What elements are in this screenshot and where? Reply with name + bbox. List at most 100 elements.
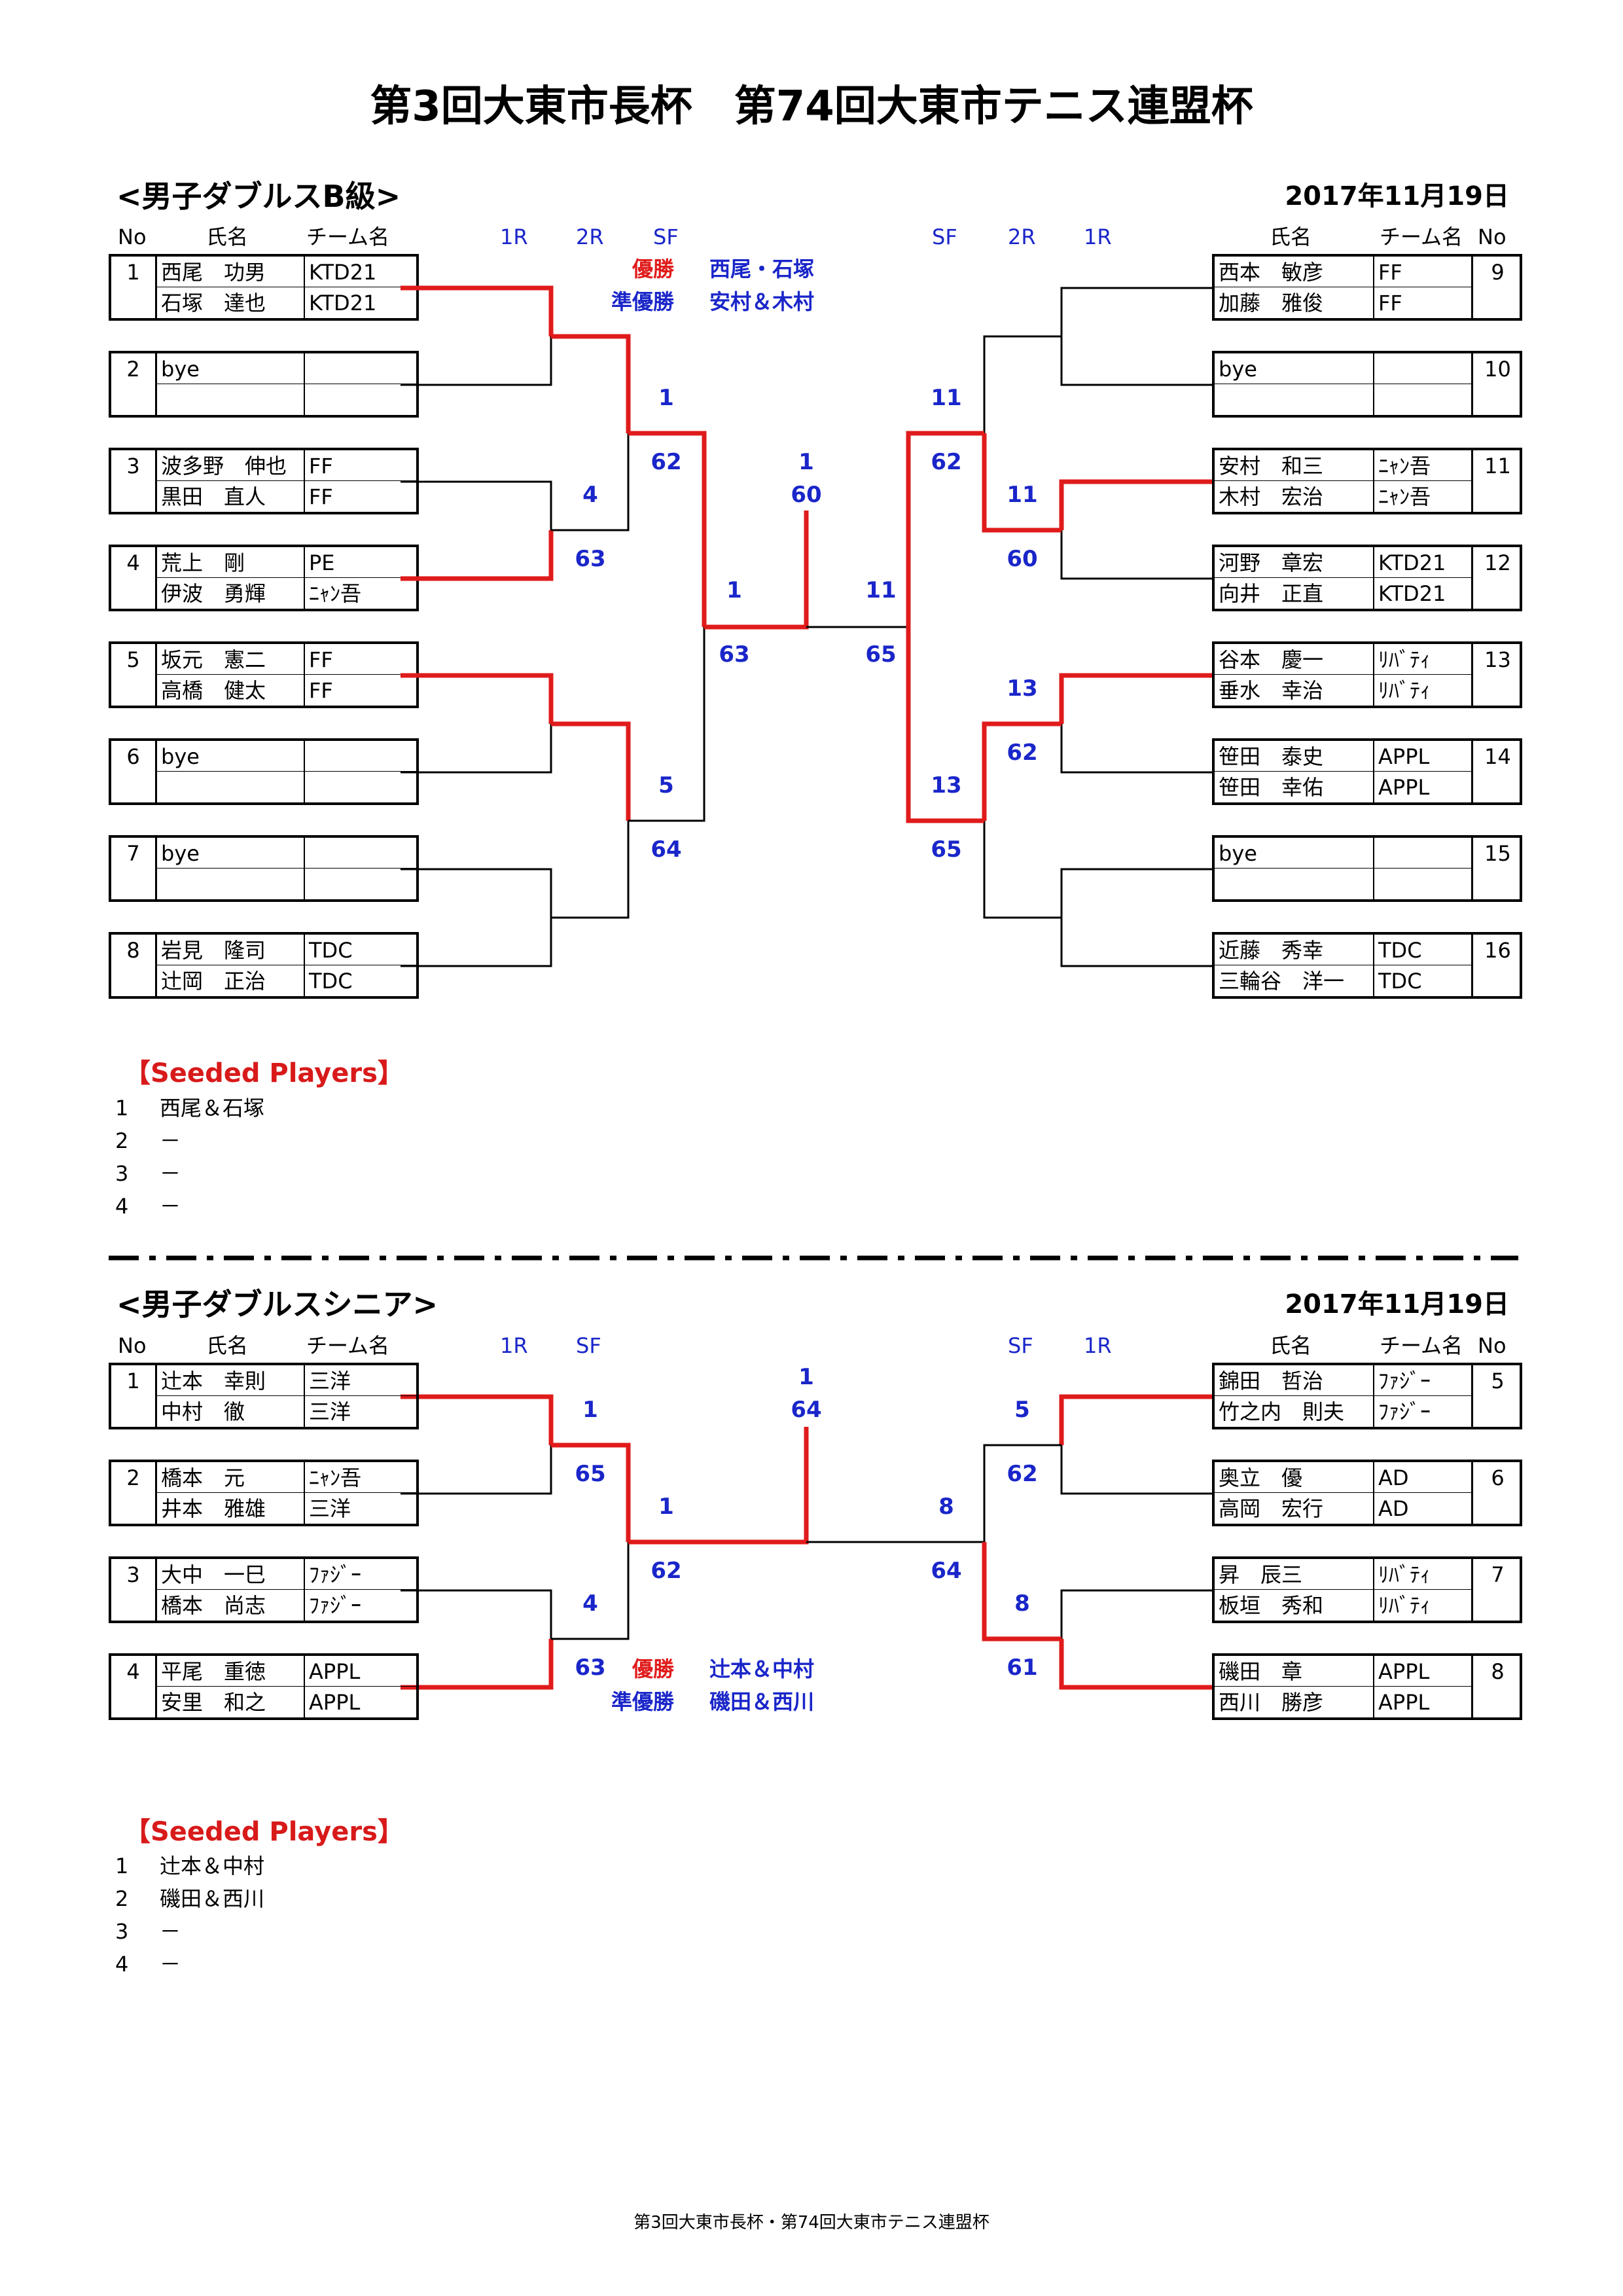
bracket-line (401, 868, 552, 918)
score-value: 64 (791, 1397, 822, 1423)
player-name: 高橋 健太 (157, 675, 305, 706)
player-name (157, 384, 305, 415)
score-value: 60 (791, 482, 822, 508)
player-name: 辻本 幸則 (157, 1365, 305, 1396)
player-name: 垂水 幸治 (1215, 675, 1374, 706)
seed-rank: 2 (115, 1886, 129, 1911)
score-value: 63 (575, 1655, 606, 1681)
player-name: 西川 勝彦 (1215, 1687, 1374, 1717)
seed-rank: 1 (115, 1854, 129, 1878)
entry-number: 14 (1471, 741, 1522, 802)
winner-path-line (551, 721, 631, 821)
winner-path-line (551, 1443, 631, 1542)
score-number: 13 (931, 772, 962, 798)
player-name: 木村 宏治 (1215, 481, 1374, 512)
player-name: 中村 徹 (157, 1396, 305, 1427)
player-name: 辻岡 正治 (157, 965, 305, 996)
team-name: FF (1374, 257, 1471, 287)
winner-path-line (628, 431, 707, 627)
page-footer: 第3回大東市長杯・第74回大東市テニス連盟杯 (633, 2213, 990, 2233)
entry-number: 1 (111, 1365, 157, 1427)
player-name: 三輪谷 洋一 (1215, 965, 1374, 996)
player-name (157, 869, 305, 899)
team-name: ﾘﾊﾞﾃｨ (1374, 1559, 1471, 1590)
score-value: 61 (1007, 1655, 1038, 1681)
s2-runnerup-names: 磯田＆西川 (709, 1689, 815, 1714)
team-name: KTD21 (1378, 581, 1446, 606)
team-name: ﾌｧｼﾞｰ (1374, 1365, 1471, 1396)
bracket-line (1060, 918, 1212, 967)
team-name: AD (1374, 1462, 1471, 1493)
player-name: 岩見 隆司 (157, 935, 305, 965)
player-name: 笹田 幸佑 (1215, 772, 1374, 802)
seed-rank: 3 (115, 1919, 129, 1944)
bracket-line (551, 821, 630, 919)
score-number: 13 (1007, 675, 1038, 702)
header-2r-right: 2R (1008, 224, 1036, 249)
team-name (305, 741, 419, 772)
winner-path-line (704, 511, 809, 630)
player-name: 加藤 雅俊 (1215, 287, 1374, 318)
score-number: 1 (582, 1397, 598, 1423)
bracket-line (983, 1444, 1061, 1542)
score-number: 1 (726, 577, 742, 603)
entry-number: 13 (1471, 644, 1522, 706)
team-name: ﾘﾊﾞﾃｨ (1374, 644, 1471, 675)
team-name: AD (1378, 1496, 1409, 1521)
score-value: 64 (651, 836, 682, 863)
entry-number: 7 (111, 838, 157, 899)
score-number: 1 (658, 385, 674, 411)
s1-winner-names: 西尾・石塚 (709, 257, 815, 281)
bracket-line (1060, 287, 1212, 336)
team-name (1374, 353, 1471, 384)
team-name: 三洋 (309, 1496, 351, 1521)
player-name: 石塚 達也 (157, 287, 305, 318)
score-value: 62 (1007, 1461, 1038, 1487)
winner-path-line (982, 433, 1061, 533)
entry-number: 5 (1471, 1365, 1522, 1427)
header-no-right: No (1478, 1333, 1507, 1358)
bracket-line (1060, 1445, 1212, 1495)
player-name: 安村 和三 (1215, 450, 1374, 481)
player-name: 近藤 秀幸 (1215, 935, 1374, 965)
bracket-line (1060, 530, 1212, 580)
winner-path-line (551, 334, 631, 433)
player-name: 奥立 優 (1215, 1462, 1374, 1493)
score-value: 65 (931, 836, 962, 863)
score-number: 4 (582, 1590, 598, 1617)
bracket-line (1060, 868, 1212, 918)
team-name (1374, 838, 1471, 869)
bracket-line (628, 627, 705, 822)
seed-name: － (160, 1919, 181, 1944)
s1-runnerup-names: 安村＆木村 (709, 289, 815, 314)
player-name: 橋本 元 (157, 1462, 305, 1493)
player-name: 西本 敏彦 (1215, 257, 1374, 287)
score-number: 11 (931, 385, 962, 411)
team-name: APPL (1378, 1690, 1430, 1715)
player-name: 波多野 伸也 (157, 450, 305, 481)
entry-number: 4 (111, 547, 157, 609)
seed-name: － (160, 1952, 181, 1977)
player-name: 黒田 直人 (157, 481, 305, 512)
seed-name: 辻本＆中村 (160, 1854, 265, 1878)
team-name: APPL (1374, 741, 1471, 772)
team-name: APPL (1374, 1656, 1471, 1687)
player-name: 安里 和之 (157, 1687, 305, 1717)
header-sf-left: SF (576, 1333, 601, 1358)
bracket-line (1060, 336, 1212, 386)
seed-rank: 1 (115, 1096, 129, 1121)
player-name: 井本 雅雄 (157, 1493, 305, 1524)
score-value: 64 (931, 1558, 962, 1584)
player-name: 向井 正直 (1215, 578, 1374, 609)
seed-rank: 4 (115, 1952, 129, 1977)
section1-title: <男子ダブルスB級> (116, 179, 401, 214)
entry-number: 15 (1471, 838, 1522, 899)
score-number: 11 (865, 577, 897, 603)
seed-name: 磯田＆西川 (160, 1886, 265, 1911)
seed-rank: 2 (115, 1128, 129, 1153)
player-name: 河野 章宏 (1215, 547, 1374, 578)
team-name: KTD21 (1374, 547, 1471, 578)
